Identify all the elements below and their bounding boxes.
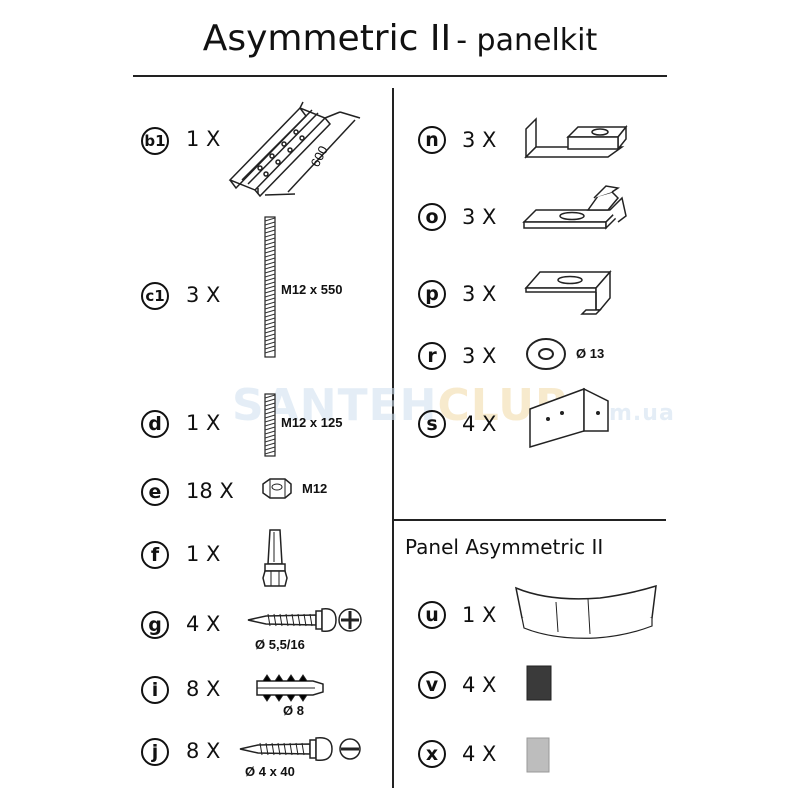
bracket-n-icon — [524, 117, 628, 159]
title-sub: - panelkit — [456, 23, 598, 58]
part-spec-label: Ø 13 — [576, 346, 605, 361]
part-code-badge: u — [418, 601, 446, 629]
part-code-badge: e — [141, 478, 169, 506]
part-code-badge: o — [418, 203, 446, 231]
part-quantity: 8 X — [186, 739, 221, 763]
part-spec-label: Ø 4 x 40 — [245, 764, 295, 779]
column-divider — [392, 88, 394, 788]
part-quantity: 4 X — [462, 742, 497, 766]
part-quantity: 1 X — [186, 411, 221, 435]
part-spec-label: Ø 5,5/16 — [255, 637, 305, 652]
title-main: Asymmetric II — [202, 18, 452, 59]
part-code-badge: f — [141, 541, 169, 569]
washer-icon — [526, 338, 566, 370]
hex-nut-icon — [262, 478, 292, 499]
part-quantity: 1 X — [462, 603, 497, 627]
angle-bracket-icon — [529, 387, 609, 449]
page-title: Asymmetric II - panelkit — [0, 18, 800, 59]
part-spec-label: M12 x 125 — [281, 415, 343, 430]
threaded-rod-short-icon — [264, 393, 276, 457]
part-quantity: 1 X — [186, 127, 221, 151]
part-code-badge: i — [141, 676, 169, 704]
part-quantity: 8 X — [186, 677, 221, 701]
part-code-badge: b1 — [141, 127, 169, 155]
rail-length-label: 600 — [307, 143, 330, 169]
part-code-badge: g — [141, 611, 169, 639]
part-code-badge: c1 — [141, 282, 169, 310]
part-code-badge: s — [418, 410, 446, 438]
adjustable-leg-icon — [262, 529, 288, 587]
part-code-badge: d — [141, 410, 169, 438]
title-divider — [133, 75, 667, 77]
part-code-badge: n — [418, 126, 446, 154]
part-quantity: 4 X — [186, 612, 221, 636]
part-quantity: 3 X — [462, 205, 497, 229]
wall-plug-icon — [256, 674, 324, 702]
curved-panel-icon — [514, 584, 657, 639]
bracket-p-icon — [524, 270, 612, 315]
part-spec-label: Ø 8 — [283, 703, 304, 718]
part-quantity: 3 X — [186, 283, 221, 307]
part-quantity: 3 X — [462, 128, 497, 152]
part-spec-label: M12 x 550 — [281, 282, 343, 297]
part-code-badge: j — [141, 738, 169, 766]
part-quantity: 1 X — [186, 542, 221, 566]
part-quantity: 3 X — [462, 344, 497, 368]
part-spec-label: M12 — [302, 481, 328, 496]
part-quantity: 3 X — [462, 282, 497, 306]
dark-pad-icon — [526, 665, 552, 701]
part-code-badge: v — [418, 671, 446, 699]
part-quantity: 4 X — [462, 673, 497, 697]
light-pad-icon — [526, 737, 550, 773]
panel-section-divider — [392, 519, 666, 521]
part-quantity: 18 X — [186, 479, 234, 503]
bracket-o-icon — [522, 185, 627, 230]
panel-section-title: Panel Asymmetric II — [405, 535, 604, 559]
phillips-screw-icon — [247, 607, 362, 633]
part-quantity: 4 X — [462, 412, 497, 436]
part-code-badge: r — [418, 342, 446, 370]
part-code-badge: p — [418, 280, 446, 308]
slotted-screw-icon — [239, 736, 361, 762]
part-code-badge: x — [418, 740, 446, 768]
threaded-rod-icon — [264, 216, 276, 358]
